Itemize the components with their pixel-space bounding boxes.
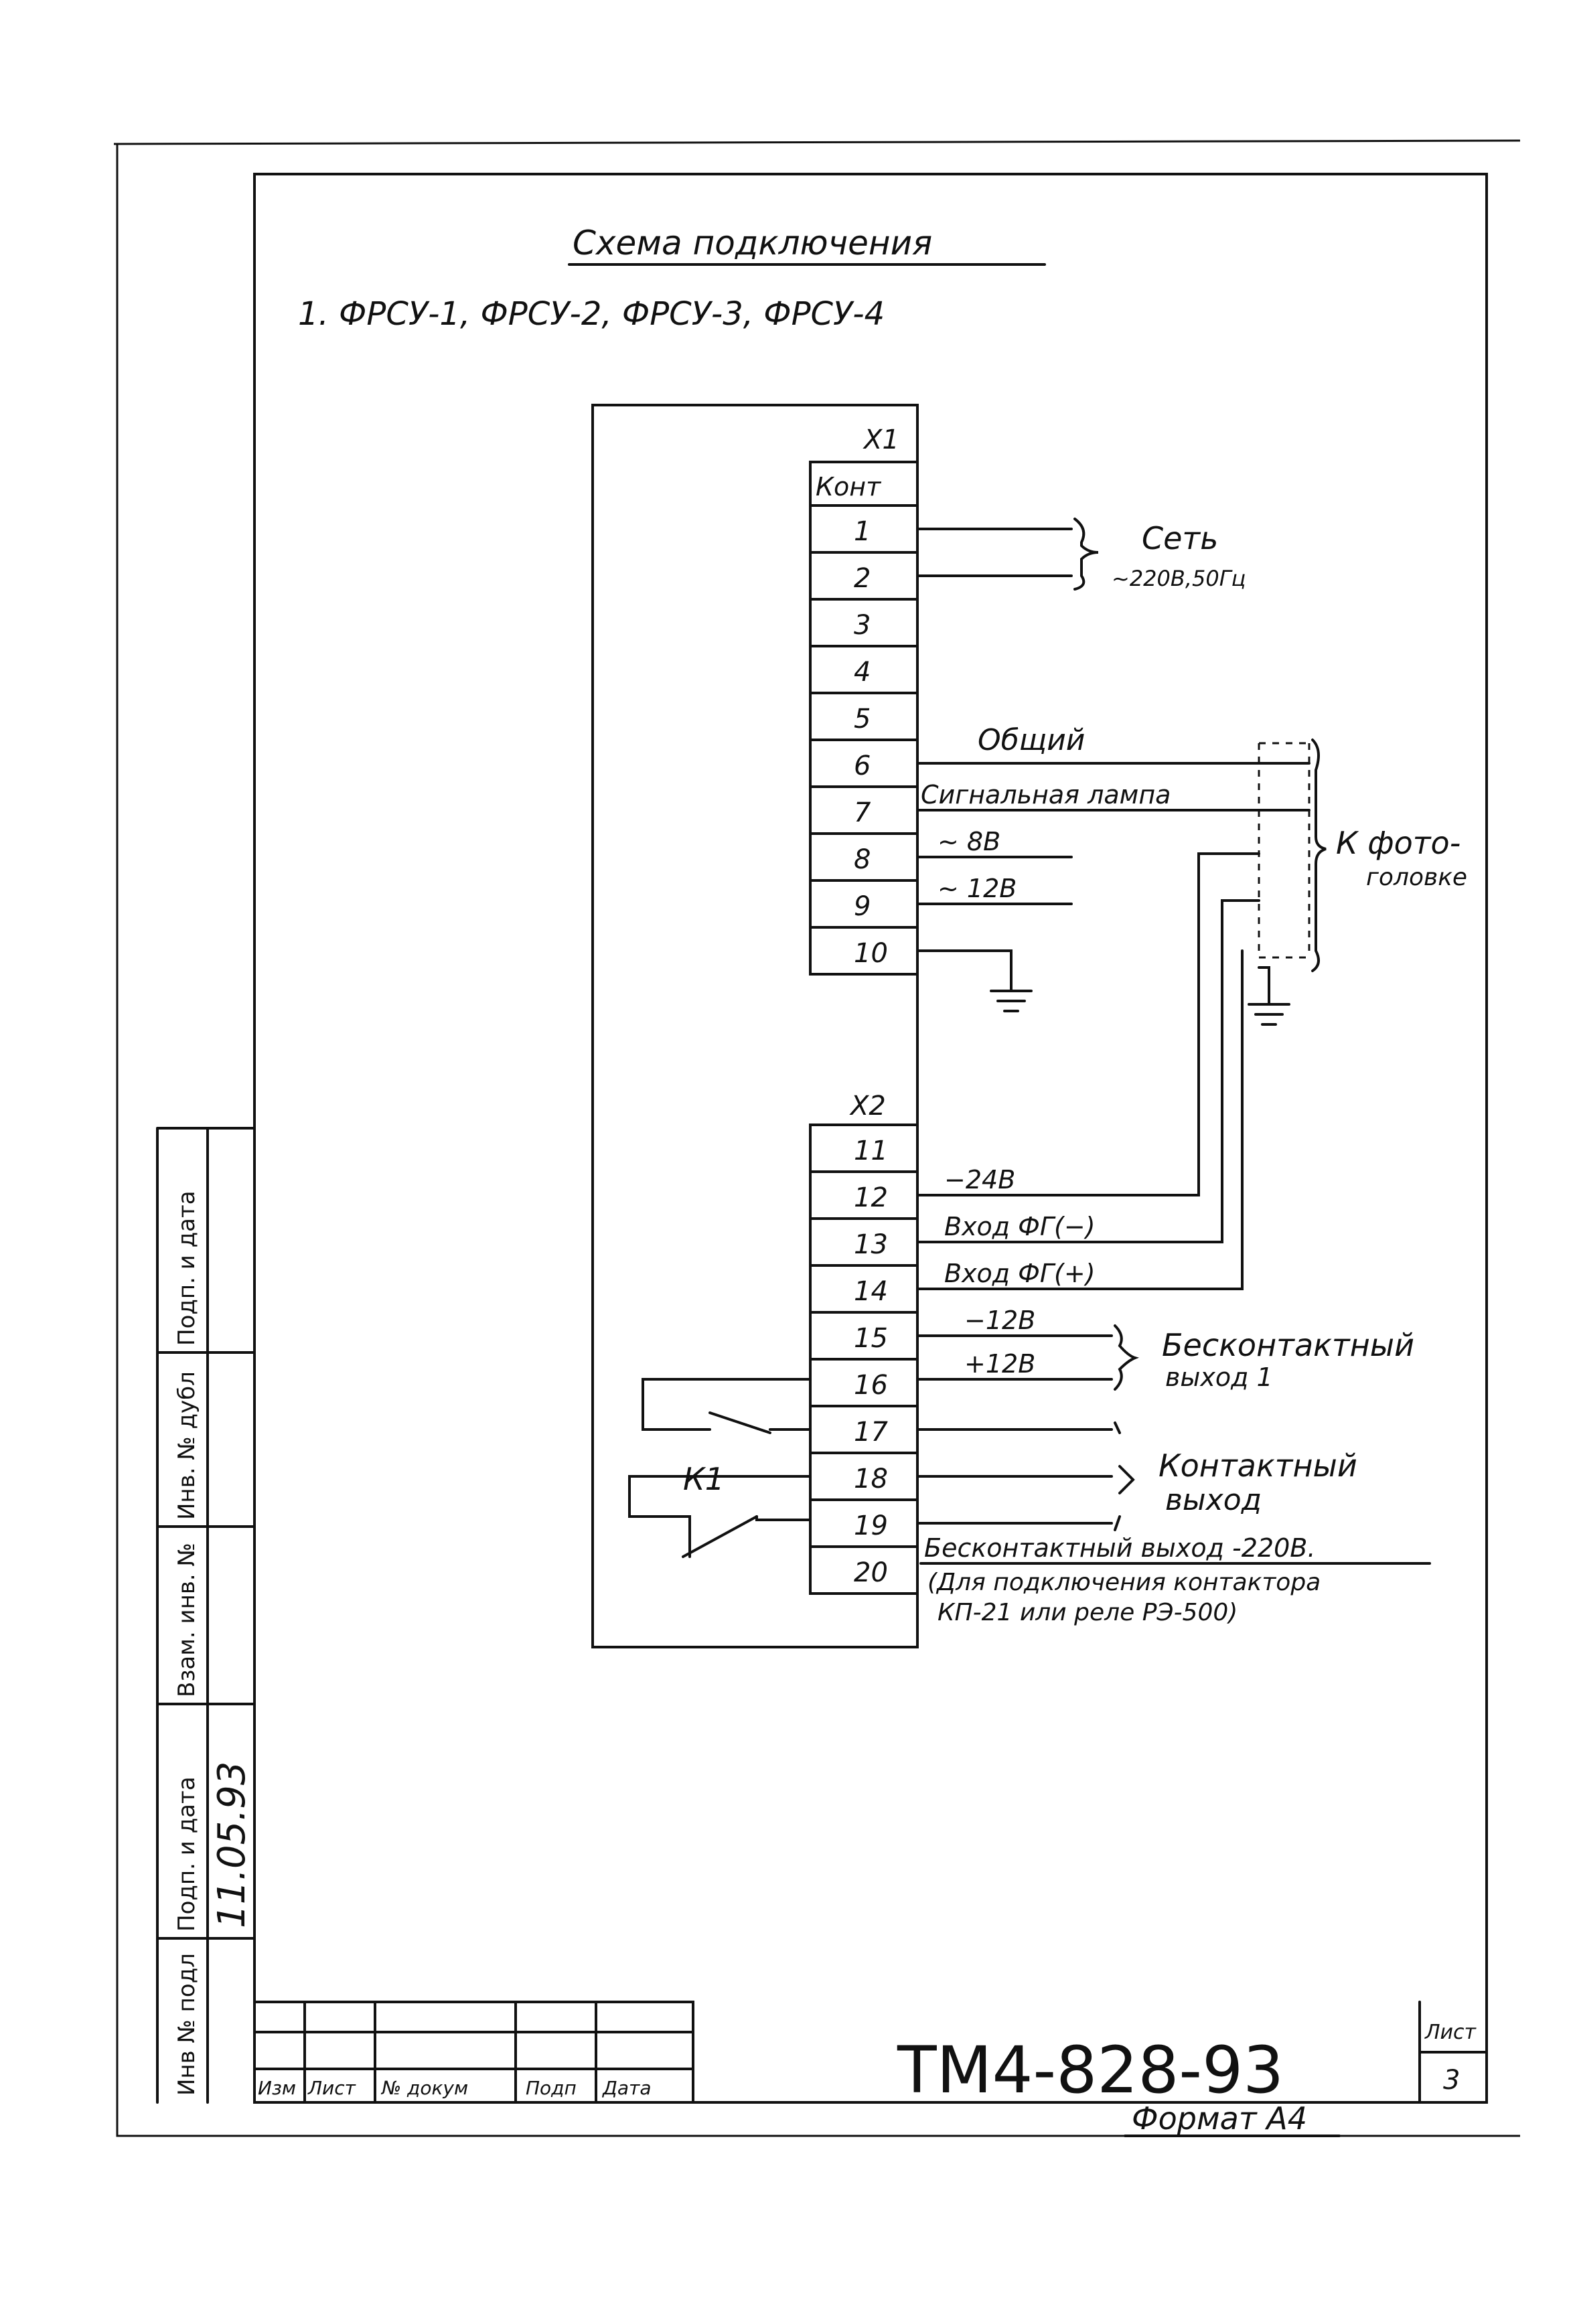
x1-terminal-number: 9 — [854, 891, 871, 922]
inner-frame — [253, 173, 1488, 2104]
terminal-block-x2: X2 11 12 13 14 15 16 17 18 19 20 — [809, 1091, 919, 1595]
photohead-brace — [1311, 739, 1327, 972]
side-stamp-vzam-inv: Взам. инв. № — [173, 1543, 200, 1697]
diagram-subtitle: 1. ФРСУ-1, ФРСУ-2, ФРСУ-3, ФРСУ-4 — [298, 295, 885, 333]
relay-wire-18 — [628, 1475, 812, 1558]
mains-wires — [916, 528, 1073, 577]
x2-label: X2 — [849, 1091, 886, 1121]
wire-label-plus12: +12В — [964, 1349, 1035, 1379]
title-block-hdr-podp: Подп — [526, 2077, 577, 2099]
x2-terminal-number: 13 — [854, 1229, 888, 1260]
wire-minus24-to-photohead — [916, 852, 1260, 1196]
x1-terminal-number: 5 — [854, 704, 871, 734]
relay-contact-1 — [708, 1411, 771, 1434]
side-stamp-inv-podl: Инв № подл — [173, 1953, 200, 2096]
title-block-hdr-docum: № докум — [380, 2077, 468, 2099]
photohead-label-2: головке — [1366, 864, 1467, 891]
wire-label-common: Общий — [978, 723, 1085, 757]
sheet-label: Лист — [1424, 2021, 1477, 2044]
ground-symbol-x1 — [916, 949, 1033, 1012]
relay-label: К1 — [683, 1461, 725, 1497]
x1-header: Конт — [816, 472, 882, 501]
terminal-block-x1: X1 Конт 1 2 3 4 5 6 7 8 9 10 — [809, 424, 919, 976]
wire-label-8v: ~ 8В — [938, 827, 1000, 856]
x2-terminal-number: 15 — [854, 1323, 888, 1354]
x1-terminal-number: 2 — [854, 563, 871, 594]
x2-terminal-number: 19 — [854, 1510, 888, 1541]
side-stamp-podp-data-1: Подп. и дата — [173, 1776, 200, 1932]
x2-terminal-number: 18 — [854, 1464, 888, 1494]
ground-symbol-photohead — [1248, 966, 1290, 1026]
x2-terminal-number: 17 — [854, 1417, 888, 1448]
out220-line-3: КП-21 или реле РЭ-500) — [938, 1599, 1238, 1626]
wire-label-minus24: −24В — [944, 1165, 1015, 1194]
x1-terminal-number: 10 — [854, 938, 888, 969]
x2-terminal-number: 11 — [854, 1136, 888, 1166]
wire-label-input-fg-plus: Вход ФГ(+) — [944, 1259, 1096, 1288]
mains-voltage: ~220В,50Гц — [1112, 566, 1246, 591]
relay-contact-2 — [682, 1515, 758, 1558]
photohead-label-1: К фото- — [1336, 825, 1461, 861]
wire-label-12v: ~ 12В — [938, 874, 1017, 903]
wire-label-input-fg-minus: Вход ФГ(−) — [944, 1212, 1096, 1241]
title-block-hdr-izm: Изм — [258, 2077, 296, 2099]
outer-frame-top — [113, 139, 1521, 145]
contact-output-brace — [1114, 1421, 1135, 1531]
title-block-hdr-list: Лист — [307, 2077, 356, 2099]
sheet-box — [1418, 2001, 1488, 2104]
x1-terminal-number: 1 — [854, 516, 871, 547]
wire-label-signal-lamp: Сигнальная лампа — [921, 780, 1171, 809]
out220-line-2: (Для подключения контактора — [927, 1569, 1321, 1596]
contactless1-label-2: выход 1 — [1165, 1363, 1273, 1392]
photohead-connector — [1258, 742, 1311, 959]
contact-output-label-2: выход — [1165, 1483, 1262, 1517]
side-stamp-podp-data-2: Подп. и дата — [173, 1190, 200, 1346]
contact-output-label-1: Контактный — [1158, 1448, 1357, 1484]
wire-label-minus12: −12В — [964, 1306, 1035, 1335]
side-stamp-inv-dubl: Инв. № дубл — [173, 1371, 200, 1520]
mains-label: Сеть — [1142, 520, 1218, 556]
x1-terminal-number: 7 — [854, 797, 871, 828]
side-stamp-grid — [156, 1127, 256, 2104]
document-code: ТМ4-828-93 — [897, 2033, 1284, 2108]
relay-wire-16 — [642, 1378, 812, 1431]
contactless1-label-1: Бесконтактный — [1162, 1327, 1414, 1363]
x1-terminal-number: 6 — [854, 751, 871, 781]
contactless1-brace — [1114, 1324, 1140, 1391]
wire-fg-minus-to-photohead — [916, 899, 1260, 1243]
wire-fg-plus-to-photohead — [916, 949, 1244, 1290]
out220-line-1: Бесконтактный выход -220В. — [924, 1533, 1315, 1563]
x2-terminal-number: 20 — [854, 1557, 888, 1588]
x2-terminal-number: 14 — [854, 1276, 888, 1307]
x1-terminal-number: 8 — [854, 844, 871, 875]
format-label: Формат А4 — [1132, 2100, 1307, 2137]
title-block: Изм Лист № докум Подп Дата ТМ4-828-93 Ли… — [253, 2001, 1488, 2137]
title-block-grid — [253, 2001, 694, 2104]
x2-terminal-cell — [809, 1545, 919, 1595]
contact-output-wires — [916, 1428, 1113, 1525]
outer-frame-left-bottom — [116, 144, 1520, 2137]
diagram-title: Схема подключения — [573, 224, 932, 262]
x2-terminal-number: 12 — [854, 1182, 888, 1213]
device-body — [591, 404, 919, 1648]
x1-terminal-number: 4 — [854, 657, 871, 688]
mains-brace — [1073, 518, 1099, 591]
relay-wire-19 — [755, 1515, 812, 1521]
title-block-hdr-data: Дата — [601, 2077, 652, 2099]
side-stamp: Инв № подл Подп. и дата Взам. инв. № Инв… — [156, 1127, 256, 2104]
x2-terminal-number: 16 — [854, 1370, 888, 1401]
side-handwritten-date: 11.05.93 — [210, 1762, 254, 1928]
sheet-number: 3 — [1443, 2065, 1460, 2096]
x1-label: X1 — [863, 424, 899, 455]
x1-terminal-number: 3 — [854, 610, 871, 641]
